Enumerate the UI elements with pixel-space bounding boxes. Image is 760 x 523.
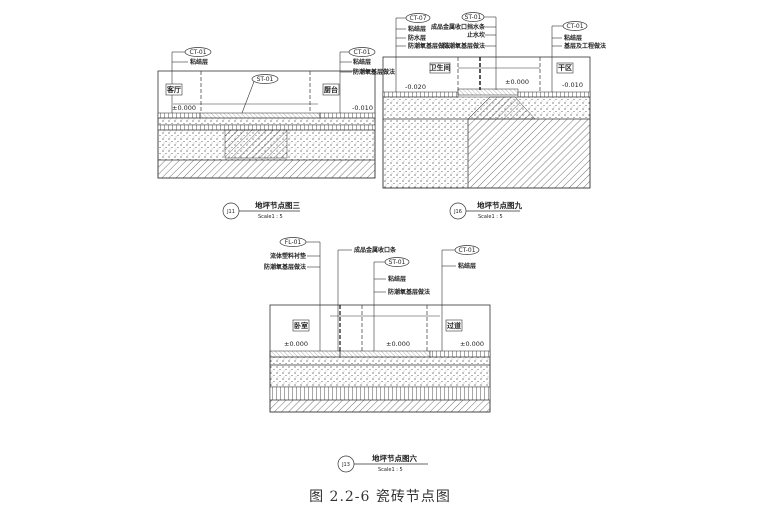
detail-ref: J16 [453,209,462,215]
material-tag: CT-07 [409,15,426,22]
note: 防潮氧基层做法 [408,42,450,50]
elevation-mark: ±0.000 [505,78,529,86]
material-tag: CT-01 [566,23,583,30]
material-tag: CT-01 [189,49,206,56]
note: 粘结层 [563,34,582,42]
note: 防潮氧基层做法 [264,263,306,271]
note: 防潮氧基层做法 [443,42,485,50]
detail-drawing-9: CT-07 粘结层 防水层 防潮氧基层做法 ST-01 成品金属收口挡水条 止水… [382,12,606,220]
note: 防潮氧基层做法 [388,288,430,296]
drawing-scale: Scale1 : 5 [478,214,503,220]
note: 粘结层 [387,275,406,283]
note: 粘结层 [407,25,426,33]
room-label: 客厅 [166,85,181,94]
elevation-mark: -0.010 [562,81,583,89]
elevation-mark: ±0.000 [284,340,308,348]
drawing-title: 地坪节点图三 [255,200,300,210]
elevation-mark: ±0.000 [172,104,196,112]
elevation-mark: -0.010 [352,104,373,112]
drawing-title: 地坪节点图九 [477,200,522,210]
elevation-mark: ±0.000 [460,340,484,348]
note: 成品金属收口挡水条 [431,23,486,31]
note: 基层及工程做法 [563,42,606,50]
note: 粘结层 [352,58,371,66]
figure-caption: 图 2.2-6 瓷砖节点图 [309,489,451,505]
note: 粘结层 [189,58,208,66]
material-tag: ST-01 [389,259,406,266]
room-label: 卧室 [294,321,308,330]
note: 粘结层 [457,262,476,270]
drawing-scale: Scale1 : 5 [378,467,403,473]
tag-bubble [184,47,212,57]
note: 成品金属收口条 [354,246,397,254]
detail-ref: J11 [226,209,235,215]
elevation-mark: ±0.000 [386,340,410,348]
drawing-title: 地坪节点图六 [372,453,417,463]
detail-drawing-6: FL-01 流体塑料衬垫 防潮氧基层做法 成品金属收口条 ST-01 粘结层 防… [264,237,491,473]
room-label: 过道 [447,321,461,330]
elevation-mark: -0.020 [405,83,426,91]
drawing-scale: Scale1 : 5 [258,214,283,220]
room-label: 干区 [558,64,572,72]
material-tag: ST-01 [257,76,274,83]
room-label: 厨台 [324,85,338,94]
material-tag: ST-01 [465,14,482,21]
note: 防水层 [408,34,426,42]
detail-ref: J13 [341,462,350,468]
detail-drawing-3: CT-01 粘结层 CT-01 粘结层 防潮氧基层做法 ST-01 客厅 厨台 … [157,47,395,220]
material-tag: FL-01 [285,239,302,246]
note: 流体塑料衬垫 [270,252,306,260]
note: 防潮氧基层做法 [353,68,395,76]
note: 止水坎 [467,31,486,39]
room-label: 卫生间 [430,63,451,72]
material-tag: CT-01 [458,247,475,254]
material-tag: CT-01 [353,49,370,56]
